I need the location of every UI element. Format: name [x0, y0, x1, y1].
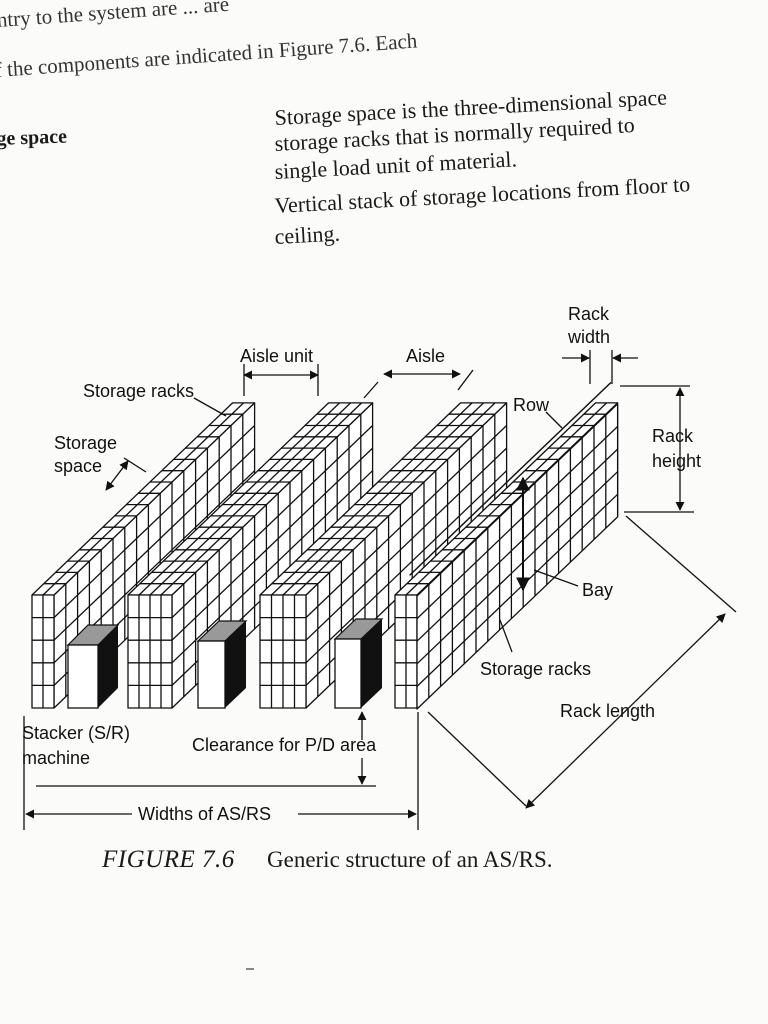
- label-row: Row: [513, 395, 550, 415]
- rack-grid-line: [42, 402, 245, 596]
- rack-grid-line: [271, 402, 473, 596]
- label-rack-height-2: height: [652, 451, 701, 471]
- label-bay: Bay: [582, 580, 613, 600]
- label-rack-width-1: Rack: [568, 304, 610, 324]
- asrs-figure: Storage racks Storage space Aisle unit A…: [22, 304, 737, 830]
- stacker-machine-1: [66, 624, 120, 709]
- label-stacker-2: machine: [22, 748, 90, 768]
- stacker-machine-2: [196, 620, 248, 709]
- label-widths: Widths of AS/RS: [138, 804, 271, 824]
- rack-grid-line: [149, 402, 352, 596]
- figure-caption-text: Generic structure of an AS/RS.: [267, 847, 553, 872]
- rack-grid-line: [305, 447, 508, 641]
- rack-grid-line: [138, 402, 341, 596]
- figure-caption: FIGURE 7.6 Generic structure of an AS/RS…: [102, 846, 553, 874]
- rack-length-dimension: [525, 613, 726, 809]
- page-mark: [246, 968, 254, 970]
- label-storage-space-1: Storage: [54, 433, 117, 453]
- label-storage-space-2: space: [54, 456, 102, 476]
- stacker-machine-3: [333, 618, 384, 709]
- rack-grid-line: [294, 402, 496, 596]
- rack-grid-line: [53, 425, 256, 619]
- rack-grid-line: [171, 470, 374, 664]
- rack-grid-line: [282, 402, 485, 596]
- rack-4-row-line: [409, 382, 612, 576]
- top-text-line-1: ntry to the system are ... are: [0, 0, 230, 32]
- rack-grid-line: [405, 402, 608, 596]
- rack-grid-line: [160, 402, 363, 596]
- label-rack-length: Rack length: [560, 701, 655, 721]
- label-storage-racks-top: Storage racks: [83, 381, 194, 401]
- rack-grid-line: [171, 425, 374, 619]
- label-rack-width-2: width: [567, 327, 610, 347]
- top-text-line-2: f the components are indicated in Figure…: [0, 28, 419, 82]
- label-clearance: Clearance for P/D area: [192, 735, 377, 755]
- figure-number: FIGURE 7.6: [102, 846, 235, 873]
- rack-grid-line: [171, 447, 374, 641]
- term-storage-space: ge space: [0, 125, 68, 150]
- label-storage-racks-bottom: Storage racks: [480, 659, 591, 679]
- rack-grid-line: [53, 447, 256, 641]
- rack-grid-line: [305, 470, 508, 664]
- label-rack-height-1: Rack: [652, 426, 694, 446]
- rack-grid-line: [305, 425, 508, 619]
- label-aisle-unit: Aisle unit: [240, 346, 313, 366]
- definition-line-5: ceiling.: [273, 220, 341, 249]
- label-aisle: Aisle: [406, 346, 445, 366]
- label-stacker-1: Stacker (S/R): [22, 723, 130, 743]
